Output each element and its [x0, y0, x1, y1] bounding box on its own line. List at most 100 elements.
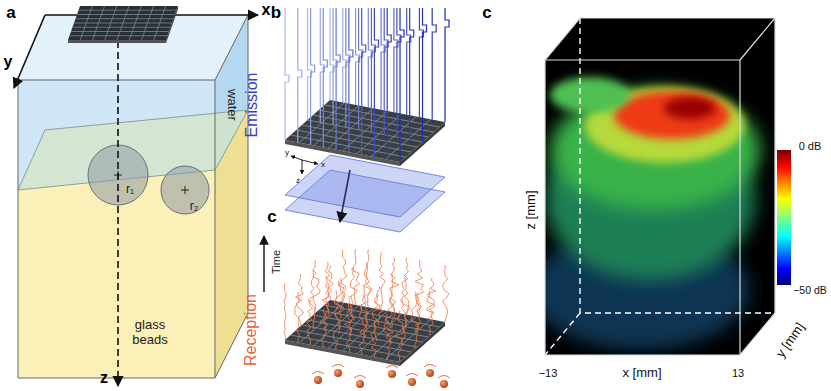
peak-intensity — [614, 91, 730, 139]
array-face — [285, 100, 445, 162]
pulse-line — [285, 8, 289, 140]
mid-intensity — [550, 77, 630, 113]
step-title: Emission — [244, 73, 260, 138]
signal-trace — [372, 294, 379, 341]
wave-planes — [285, 155, 445, 232]
peak-intensity — [664, 97, 716, 119]
volume-blobs — [530, 77, 760, 350]
colorbar-label: −50 dB — [793, 285, 827, 296]
scatterer-dot — [440, 380, 448, 388]
transducer-array — [68, 6, 178, 43]
hidden-edge — [545, 313, 580, 355]
signal-trace — [379, 252, 386, 310]
reception-illustration — [264, 236, 450, 388]
mini-axis — [302, 160, 318, 164]
scatterer-dot — [314, 376, 322, 384]
wave-arc — [406, 374, 418, 377]
scatterer-dot — [408, 378, 416, 386]
radius-label: r₁ — [126, 183, 134, 195]
transducer-array — [285, 300, 445, 366]
sphere — [161, 166, 209, 214]
mini-axis — [302, 160, 303, 174]
pulse-line — [423, 8, 427, 142]
pulse-line — [349, 8, 353, 152]
center-cross — [181, 186, 189, 194]
pulse-line — [432, 8, 436, 120]
hidden-edge — [580, 18, 775, 313]
region-label: water — [225, 89, 240, 121]
signal-trace — [395, 310, 404, 362]
array-grid-line — [142, 6, 154, 40]
signal-trace — [352, 249, 360, 305]
region-node: glass beads — [123, 318, 177, 348]
colorbar-label: 0 dB — [799, 141, 822, 152]
signal-trace — [390, 273, 395, 328]
z-axis — [117, 30, 119, 386]
array-grid-line — [386, 119, 431, 159]
colorbar — [777, 150, 791, 285]
array-side — [68, 40, 166, 43]
axis-label: z — [100, 370, 108, 386]
array-grid-line — [357, 114, 402, 154]
array-grid-line — [71, 31, 169, 32]
signal-trace — [295, 292, 300, 342]
time-arrow — [263, 236, 264, 292]
signal-trace — [320, 309, 327, 347]
panel-letter: b — [271, 4, 281, 21]
tank-edge — [18, 15, 248, 378]
pulse-line — [445, 8, 449, 122]
axis-title: x [mm] — [623, 366, 662, 379]
array-grid-line — [296, 130, 411, 152]
axis-label: z — [296, 177, 300, 185]
tick-label: −13 — [539, 368, 558, 379]
signal-trace — [307, 300, 313, 345]
signal-trace — [371, 321, 377, 357]
transducer-array — [285, 100, 445, 166]
tick-label: 13 — [732, 368, 744, 379]
signal-trace — [313, 260, 320, 313]
array-grid-line — [73, 27, 171, 28]
signal-trace — [296, 274, 304, 326]
signal-trace — [344, 303, 353, 353]
region-label: glass beads — [123, 318, 177, 348]
tank-illustration — [14, 6, 258, 386]
scatterer-dot — [334, 369, 342, 377]
step-title: Reception — [243, 294, 259, 366]
pulse-line — [323, 8, 327, 147]
wave-arc — [438, 376, 450, 379]
signal-trace — [284, 283, 286, 340]
pulse-line — [362, 8, 366, 155]
axis-label: y — [285, 149, 289, 157]
box-edge — [545, 18, 775, 355]
array-grid-line — [291, 135, 406, 157]
panel-letter: c — [482, 4, 491, 21]
array-grid-line — [74, 23, 172, 24]
signal-trace — [426, 290, 434, 335]
array-grid-line — [308, 120, 423, 142]
signal-trace — [360, 286, 368, 339]
y-axis — [14, 15, 45, 88]
array-grid-line — [296, 330, 411, 352]
wave-arc — [312, 372, 324, 375]
axis-label: x — [262, 2, 271, 18]
signal-trace — [428, 278, 436, 320]
radius-label: r₂ — [190, 200, 199, 212]
box-edge — [740, 18, 775, 60]
scatterer-dot — [388, 370, 396, 378]
axis-label: y — [4, 54, 13, 70]
axis-title: z [mm] — [524, 191, 537, 230]
panel-letter: c — [267, 208, 276, 225]
signal-trace — [383, 314, 392, 360]
pulse-line — [400, 8, 404, 162]
signal-trace — [411, 292, 419, 349]
signal-trace — [375, 286, 384, 325]
propagation-arrow — [340, 170, 350, 222]
wave-arc — [332, 365, 344, 368]
scatterer-dot — [356, 380, 364, 388]
wave-plane — [285, 155, 445, 217]
emission-pulses — [285, 8, 449, 162]
signal-trace — [334, 281, 343, 334]
wave-arc — [354, 376, 366, 379]
